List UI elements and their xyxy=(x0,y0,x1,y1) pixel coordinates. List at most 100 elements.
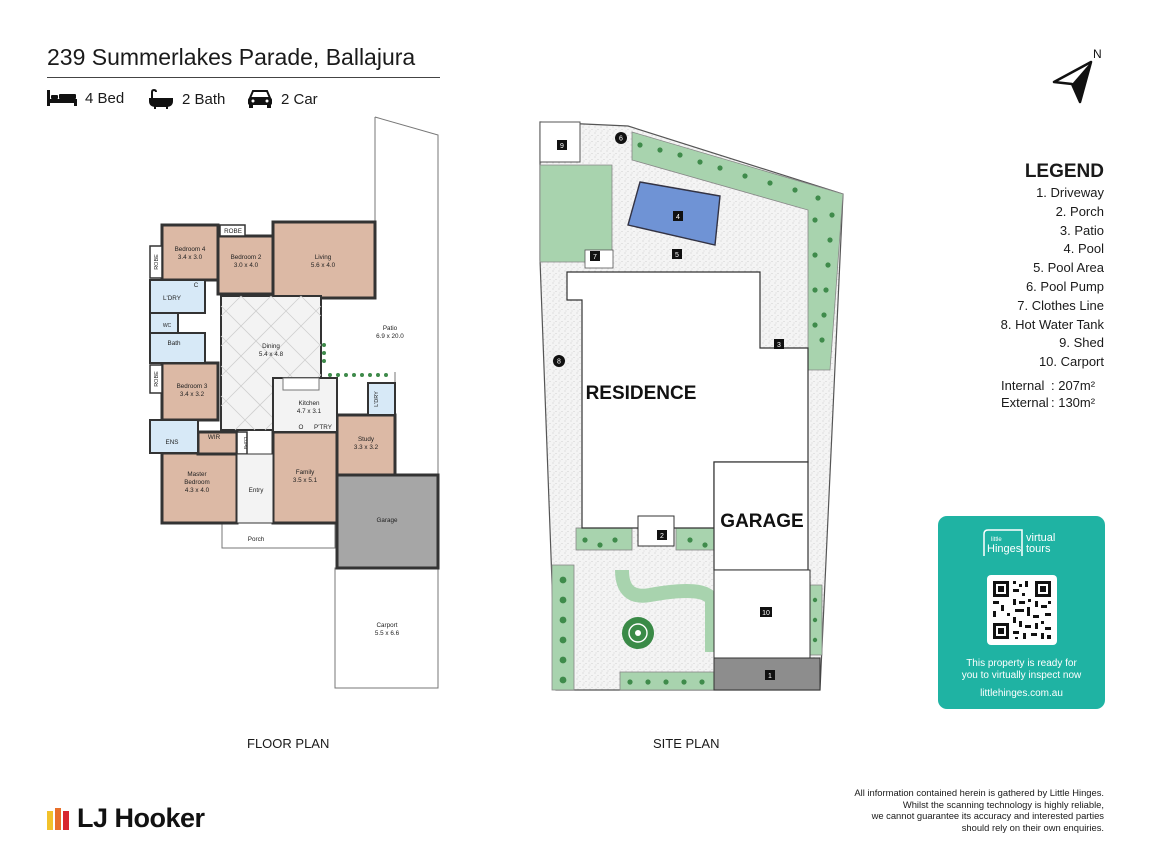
pantry-label: P'TRY xyxy=(314,424,333,431)
area-summary: Internal : 207m² External: 130m² xyxy=(1001,377,1095,411)
garage-block xyxy=(713,461,809,571)
room-label: Bedroom 2 xyxy=(231,254,262,261)
legend-item: 8. Hot Water Tank xyxy=(1000,316,1104,332)
robe-label: ROBE xyxy=(224,228,242,235)
legend-item: 4. Pool xyxy=(1063,241,1104,257)
bath-count: 2 Bath xyxy=(148,89,225,109)
wc-label: WC xyxy=(163,323,172,329)
marker-driveway: 1 xyxy=(768,673,772,680)
room-dims: 3.4 x 3.0 xyxy=(178,254,203,261)
room-dining xyxy=(220,295,322,431)
bed-label: 4 Bed xyxy=(85,89,125,107)
curved-garden-bed xyxy=(615,569,719,652)
legend-item: 6. Pool Pump xyxy=(1025,278,1104,294)
robe-label: ROBE xyxy=(154,254,160,270)
legend-list: 1. Driveway 2. Porch 3. Patio 4. Pool 5.… xyxy=(1001,184,1104,372)
virtual-tour-message: This property is ready for you to virtua… xyxy=(938,658,1105,682)
room-entry xyxy=(236,453,274,524)
room-master-bedroom xyxy=(160,451,239,525)
room-dims: 5.6 x 4.0 xyxy=(311,262,336,269)
garage-label: Garage xyxy=(376,517,398,524)
lj-hooker-logo: LJ Hooker xyxy=(47,803,205,834)
room-label: Bedroom 4 xyxy=(175,246,206,253)
bath-label: Bath xyxy=(168,340,181,347)
car-icon xyxy=(248,90,272,108)
room-dims: 3.3 x 3.2 xyxy=(354,444,379,451)
room-dims: 3.5 x 5.1 xyxy=(293,477,318,484)
legend-item: 10. Carport xyxy=(1038,354,1104,370)
oven-label: O xyxy=(299,424,304,431)
external-area-label: External xyxy=(1001,395,1049,410)
kitchen-island xyxy=(282,377,320,391)
room-label: Master xyxy=(187,471,206,478)
robe-bed3 xyxy=(149,364,163,394)
legend-item: 2. Porch xyxy=(1055,203,1104,219)
room-bath xyxy=(149,332,206,364)
lawn-porch-right xyxy=(675,527,715,551)
room-label: Living xyxy=(315,254,332,261)
marker-shed: 9 xyxy=(560,143,564,150)
marker-carport: 10 xyxy=(762,610,770,617)
floor-plan: Bedroom 4 3.4 x 3.0 Bedroom 2 3.0 x 4.0 … xyxy=(149,116,440,689)
marker-pool: 4 xyxy=(676,214,680,221)
promo-url-link[interactable]: littlehinges.com.au xyxy=(980,688,1063,699)
north-compass-icon: N xyxy=(1052,47,1102,104)
cupboard-label: CUPB xyxy=(243,437,248,450)
bath-label: 2 Bath xyxy=(182,90,226,108)
marker-hot-water: 8 xyxy=(557,359,561,366)
marker-pool-area: 5 xyxy=(675,252,679,259)
garage-label: GARAGE xyxy=(720,511,803,532)
cupboard-label: C xyxy=(194,282,199,289)
porch-label: Porch xyxy=(248,536,265,543)
room-family xyxy=(271,430,339,525)
disclaimer-line: we cannot guarantee its accuracy and int… xyxy=(871,810,1104,822)
room-garage xyxy=(335,473,440,570)
bath-icon xyxy=(149,89,173,109)
wir-label: WIR xyxy=(208,434,221,441)
internal-area-value: : 207m² xyxy=(1051,378,1096,393)
room-dims: 4.3 x 4.0 xyxy=(185,487,210,494)
room-label: Dining xyxy=(262,343,280,350)
external-area-value: : 130m² xyxy=(1051,395,1096,410)
title-divider xyxy=(47,77,440,78)
robe-bed4 xyxy=(149,245,163,279)
room-dims: 5.5 x 6.6 xyxy=(375,630,400,637)
legend-item: 7. Clothes Line xyxy=(1017,297,1104,313)
marker-porch: 2 xyxy=(660,533,664,540)
porch-block xyxy=(637,515,675,547)
brand-name: LJ Hooker xyxy=(77,803,205,833)
brand-right1: virtual xyxy=(1026,532,1055,544)
internal-area-label: Internal xyxy=(1001,378,1045,393)
room-dims: 4.7 x 3.1 xyxy=(297,408,322,415)
room-label: Patio xyxy=(383,325,398,332)
floor-plan-caption: FLOOR PLAN xyxy=(247,736,330,751)
legend-item: 3. Patio xyxy=(1059,222,1104,238)
room-dims: 3.4 x 3.2 xyxy=(180,391,205,398)
legend-item: 1. Driveway xyxy=(1036,185,1104,200)
little-hinges-logo-icon: little Hinges virtual tours xyxy=(983,529,1055,556)
qr-code-icon[interactable] xyxy=(987,575,1057,645)
site-plan: RESIDENCE GARAGE 1 2 3 4 5 6 7 8 9 10 xyxy=(539,121,844,691)
room-living xyxy=(271,220,377,300)
site-plan-caption: SITE PLAN xyxy=(653,736,720,751)
ensuite-label: ENS xyxy=(166,439,179,446)
room-label: Bedroom 3 xyxy=(177,383,208,390)
laundry-label: L'DRY xyxy=(374,391,380,407)
marker-patio: 3 xyxy=(777,342,781,349)
residence-label: RESIDENCE xyxy=(586,383,697,404)
robe-bed2 xyxy=(219,224,246,237)
lawn-front-left xyxy=(551,564,575,691)
room-dims: 5.4 x 4.8 xyxy=(259,351,284,358)
legend-item: 5. Pool Area xyxy=(1033,260,1104,276)
brand-small: little xyxy=(991,537,1002,543)
room-dims: 3.0 x 4.0 xyxy=(234,262,259,269)
message-line: you to virtually inspect now xyxy=(961,670,1082,681)
room-label: Bedroom xyxy=(184,479,210,486)
room-label: Study xyxy=(358,436,375,443)
room-ensuite xyxy=(149,419,199,454)
virtual-tour-card[interactable]: little Hinges virtual tours This propert… xyxy=(938,516,1105,709)
marker-clothes-line: 7 xyxy=(593,254,597,261)
room-dims: 6.9 x 20.0 xyxy=(376,333,404,340)
entry-label: Entry xyxy=(249,487,265,494)
disclaimer-line: All information contained herein is gath… xyxy=(854,787,1104,798)
